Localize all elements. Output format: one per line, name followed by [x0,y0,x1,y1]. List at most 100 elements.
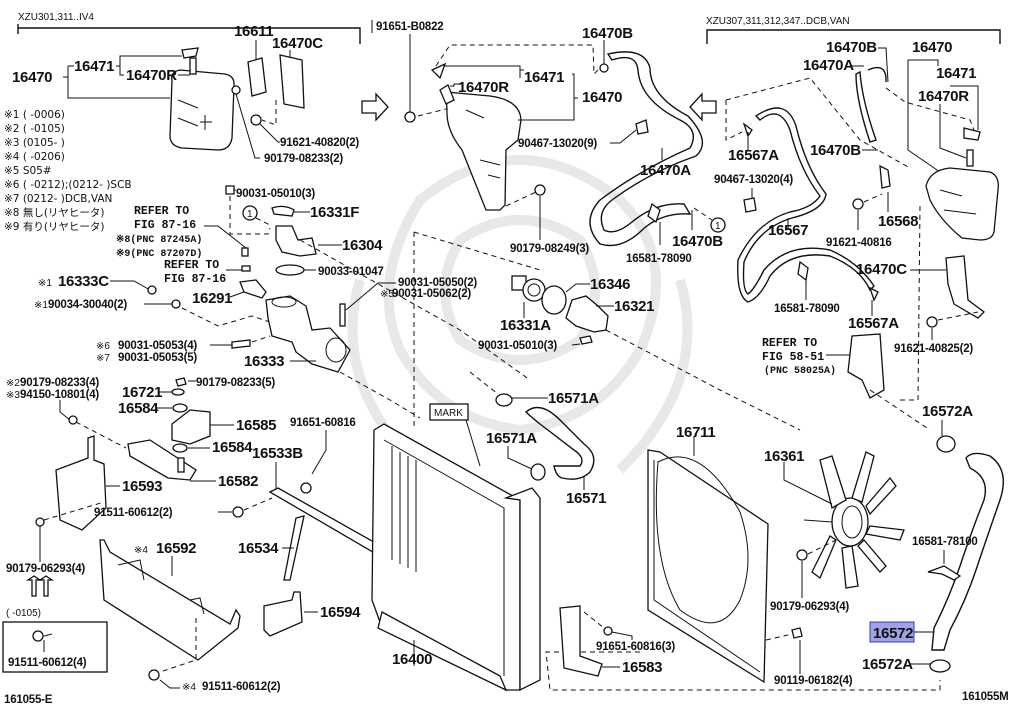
part-16581-78100[interactable]: 16581-78100 [912,536,978,548]
part-90179-06293-right[interactable]: 90179-06293(4) [770,601,850,613]
part-16594[interactable]: 16594 [320,604,361,621]
part-16470C-right[interactable]: 16470C [856,261,908,278]
part-16333[interactable]: 16333 [244,353,285,370]
part-16304[interactable]: 16304 [342,237,383,254]
part-16470B-right-top[interactable]: 16470B [826,39,878,56]
part-16471-right[interactable]: 16471 [936,65,977,82]
part-16361[interactable]: 16361 [764,448,805,465]
part-16585[interactable]: 16585 [236,417,277,434]
bolt-icon [148,669,160,681]
part-16291[interactable]: 16291 [192,290,233,307]
part-90031-05010-middle[interactable]: 90031-05010(3) [478,340,558,352]
part-90179-08233-4[interactable]: 90179-08233(4) [20,377,100,389]
part-16470B-middle[interactable]: 16470B [672,233,724,250]
part-91621-40816[interactable]: 91621-40816 [826,237,892,249]
part-91651-60816-3[interactable]: 91651-60816(3) [596,641,676,653]
clamp-icon [743,197,757,213]
part-90119-06182[interactable]: 90119-06182(4) [774,675,853,687]
part-16572[interactable]: 16572 [873,625,914,642]
clamp-icon [495,393,513,407]
part-90179-06293-left[interactable]: 90179-06293(4) [6,563,86,575]
part-16721[interactable]: 16721 [122,384,163,401]
part-16568[interactable]: 16568 [878,213,919,230]
part-16581-78090-middle[interactable]: 16581-78090 [626,253,692,265]
part-16333C[interactable]: 16333C [58,273,110,290]
part-16471-left[interactable]: 16471 [74,58,115,75]
part-16592[interactable]: 16592 [156,540,197,557]
part-16470R-right[interactable]: 16470R [918,88,970,105]
gasket-icon [171,299,181,309]
ref-fig-87-16-a-line1[interactable]: REFER TO [134,205,189,218]
part-16470B-right-bottom[interactable]: 16470B [810,142,862,159]
part-16584-lower[interactable]: 16584 [212,439,253,456]
part-16534[interactable]: 16534 [238,540,279,557]
part-16331A[interactable]: 16331A [500,317,552,334]
ref-fig-87-16-b-line2[interactable]: FIG 87-16 [164,273,226,286]
note-marker: ※6 [96,341,110,352]
ref-fig-87-16-b-line1[interactable]: REFER TO [164,259,219,272]
part-16470A-middle[interactable]: 16470A [640,162,692,179]
mark-label: MARK [434,408,463,419]
part-16581-78090-right[interactable]: 16581-78090 [774,303,840,315]
part-90467-13020-4[interactable]: 90467-13020(4) [714,174,794,186]
part-16571A-top[interactable]: 16571A [548,390,600,407]
part-94150-10801[interactable]: 94150-10801(4) [20,389,100,401]
ref-fig-58-51-line1[interactable]: REFER TO [762,337,817,350]
note-7: ※7 (0212- )DCB,VAN [4,193,112,205]
part-16470B-top[interactable]: 16470B [582,25,634,42]
part-16711[interactable]: 16711 [676,424,716,441]
part-90031-05053-5[interactable]: 90031-05053(5) [118,352,198,364]
part-16321[interactable]: 16321 [614,298,655,315]
part-16470-left[interactable]: 16470 [12,69,53,86]
part-16470A-right[interactable]: 16470A [803,57,855,74]
part-91511-60612-2a[interactable]: 91511-60612(2) [94,507,173,519]
part-16400[interactable]: 16400 [392,651,433,668]
part-16611[interactable]: 16611 [234,23,274,40]
part-90467-13020-9[interactable]: 90467-13020(9) [518,138,598,150]
part-90179-08233-5[interactable]: 90179-08233(5) [196,377,276,389]
part-90031-05062[interactable]: 90031-05062(2) [392,288,472,300]
part-90034-30040[interactable]: 90034-30040(2) [48,299,128,311]
note-5: ※5 S05# [4,165,52,177]
bolt-icon [225,185,235,195]
part-16331F[interactable]: 16331F [310,204,360,221]
part-16572A-bottom[interactable]: 16572A [862,656,914,673]
clip-icon [797,260,809,282]
part-90033-01047[interactable]: 90033-01047 [318,266,384,278]
part-16533B[interactable]: 16533B [252,445,304,462]
part-16571A-bottom[interactable]: 16571A [486,430,538,447]
part-90031-05053-4[interactable]: 90031-05053(4) [118,340,198,352]
part-90031-05050[interactable]: 90031-05050(2) [398,277,478,289]
part-90179-08233-2[interactable]: 90179-08233(2) [264,153,344,165]
ref-fig-58-51-line2[interactable]: FIG 58-51 [762,351,824,364]
part-90179-08249[interactable]: 90179-08249(3) [510,243,590,255]
note-8: ※8 無し(リヤヒータ) [4,206,105,219]
part-16470-right[interactable]: 16470 [912,39,953,56]
part-91511-60612-4[interactable]: 91511-60612(4) [8,657,87,669]
washer-icon [171,388,185,396]
part-91651-B0822[interactable]: 91651-B0822 [376,21,444,33]
part-16470-middle[interactable]: 16470 [582,89,623,106]
shroud-16592 [99,539,241,661]
note-marker: ※5 [380,289,394,300]
part-16567A-bottom[interactable]: 16567A [848,315,900,332]
part-16593[interactable]: 16593 [122,478,163,495]
part-16470R-left[interactable]: 16470R [126,67,178,84]
part-91621-40820[interactable]: 91621-40820(2) [280,137,360,149]
part-90031-05010-top[interactable]: 90031-05010(3) [236,188,316,200]
part-16471-middle[interactable]: 16471 [524,69,565,86]
part-91651-60816[interactable]: 91651-60816 [290,417,356,429]
part-16584-upper[interactable]: 16584 [118,400,159,417]
part-16571[interactable]: 16571 [566,490,607,507]
part-16470C-left[interactable]: 16470C [272,35,324,52]
ref-fig-87-16-a-line2[interactable]: FIG 87-16 [134,219,196,232]
part-91511-60612-2b[interactable]: 91511-60612(2) [202,681,281,693]
part-16567A-top[interactable]: 16567A [728,147,780,164]
part-16346[interactable]: 16346 [590,276,631,293]
part-16470R-middle[interactable]: 16470R [458,79,510,96]
part-16583[interactable]: 16583 [622,659,663,676]
part-16572A-top[interactable]: 16572A [922,403,974,420]
part-16582[interactable]: 16582 [218,473,259,490]
part-91621-40825[interactable]: 91621-40825(2) [894,343,974,355]
part-16567[interactable]: 16567 [768,222,809,239]
